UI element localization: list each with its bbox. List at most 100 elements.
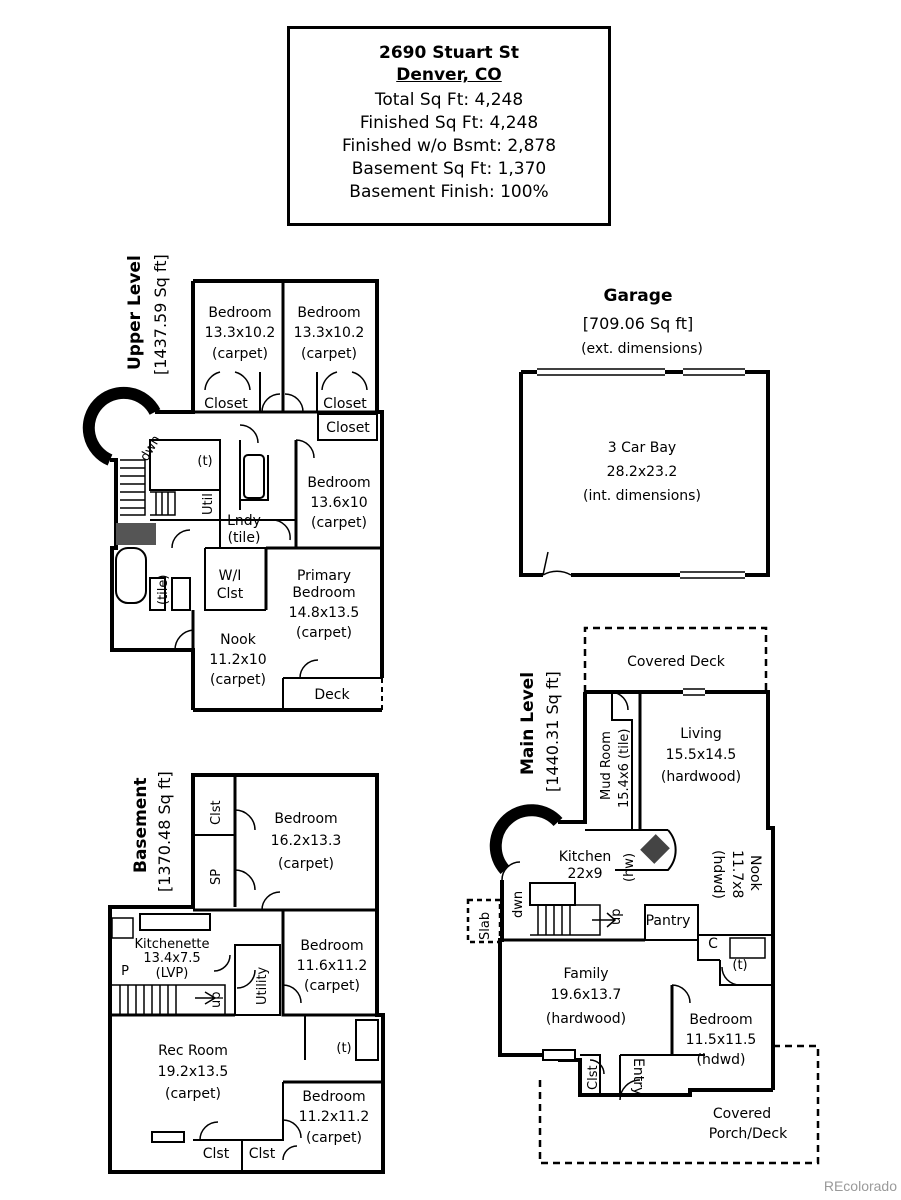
- main-stairs: [530, 904, 617, 936]
- watermark: REcolorado: [823, 1178, 897, 1194]
- main-living-floor: (hardwood): [661, 769, 741, 785]
- main-kitchen-dims: 22x9: [567, 866, 602, 882]
- garage-area: [709.06 Sq ft]: [583, 314, 694, 333]
- finished-sqft: Finished Sq Ft: 4,248: [359, 113, 539, 133]
- main-bedroom-dims: 11.5x11.5: [686, 1032, 757, 1048]
- upper-deck-label: Deck: [314, 687, 350, 703]
- upper-bedroom2-dims: 13.3x10.2: [294, 325, 365, 341]
- basement-rec-floor: (carpet): [165, 1086, 221, 1102]
- finished-without-basement: Finished w/o Bsmt: 2,878: [341, 136, 557, 156]
- basement-closet2-label: Clst: [249, 1146, 276, 1162]
- main-family-name: Family: [563, 966, 608, 982]
- upper-closet2-label: Closet: [323, 396, 367, 412]
- upper-tower: [82, 386, 161, 466]
- basement-utility-label: Utility: [255, 966, 270, 1005]
- basement-stairs: [112, 984, 226, 1016]
- upper-bedroom2-name: Bedroom: [297, 305, 360, 321]
- upper-nook-floor: (carpet): [210, 672, 266, 688]
- upper-walkin-closet: Clst: [217, 586, 244, 602]
- upper-bedroom2-floor: (carpet): [301, 346, 357, 362]
- basement-pantry-label: P: [121, 964, 129, 979]
- main-slab-outline: [466, 898, 502, 944]
- upper-level-area: [1437.59 Sq ft]: [151, 254, 170, 375]
- main-living-dims: 15.5x14.5: [666, 747, 737, 763]
- main-covered-deck-label: Covered Deck: [627, 654, 726, 670]
- main-bath-tile: (t): [732, 958, 747, 973]
- upper-walkin-name: W/I: [219, 568, 242, 584]
- upper-closet1-label: Closet: [204, 396, 248, 412]
- upper-stairs: [120, 459, 176, 516]
- basement-finish: Basement Finish: 100%: [349, 182, 549, 202]
- basement-bedroom1-dims: 16.2x13.3: [271, 833, 342, 849]
- main-down-label: dwn: [511, 891, 526, 918]
- basement-area: [1370.48 Sq ft]: [155, 771, 174, 892]
- basement-bedroom1-floor: (carpet): [278, 856, 334, 872]
- upper-primary-dims: 14.8x13.5: [289, 605, 360, 621]
- main-porch-outline: [538, 1044, 820, 1165]
- garage-walls: [519, 368, 770, 579]
- main-porch-name: Covered: [713, 1106, 771, 1122]
- basement-sp-label: SP: [209, 869, 224, 885]
- address-street: 2690 Stuart St: [379, 43, 519, 63]
- upper-closet3-label: Closet: [326, 420, 370, 436]
- basement-kitchenette-floor: (LVP): [156, 966, 189, 981]
- basement-closet1-label: Clst: [203, 1146, 230, 1162]
- basement-sqft: Basement Sq Ft: 1,370: [351, 159, 547, 179]
- garage-bay-name: 3 Car Bay: [608, 440, 676, 456]
- basement-bedroom2-dims: 11.6x11.2: [297, 958, 368, 974]
- main-kitchen-name: Kitchen: [559, 849, 612, 865]
- basement-bedroom3-dims: 11.2x11.2: [299, 1109, 370, 1125]
- total-sqft: Total Sq Ft: 4,248: [374, 90, 524, 110]
- basement-kitchenette-dims: 13.4x7.5: [143, 951, 200, 966]
- basement-bedroom3-name: Bedroom: [302, 1089, 365, 1105]
- basement-kitchenette-name: Kitchenette: [134, 937, 209, 952]
- upper-primary-name2: Bedroom: [292, 585, 355, 601]
- upper-laundry-floor: (tile): [228, 530, 261, 546]
- upper-closet-doors: [171, 371, 368, 679]
- upper-level-walls: [110, 279, 384, 712]
- upper-down-label: dwn: [137, 433, 164, 464]
- upper-shower: [243, 454, 265, 499]
- upper-tub: [115, 547, 147, 604]
- upper-bath-tile: (t): [197, 454, 212, 469]
- basement-bath-tile: (t): [336, 1041, 351, 1056]
- garage-int-note: (int. dimensions): [583, 488, 701, 504]
- upper-laundry-name: Lndy: [227, 513, 261, 529]
- main-family-dims: 19.6x13.7: [551, 987, 622, 1003]
- main-living-name: Living: [680, 726, 722, 742]
- basement-bedroom3-floor: (carpet): [306, 1130, 362, 1146]
- upper-tile-label: (tile): [156, 575, 171, 605]
- main-family-floor: (hardwood): [546, 1011, 626, 1027]
- basement-bedroom2-floor: (carpet): [304, 978, 360, 994]
- main-nook-name: Nook: [747, 855, 763, 892]
- basement-rec-name: Rec Room: [158, 1043, 228, 1059]
- main-porch-label: Porch/Deck: [709, 1126, 788, 1142]
- basement-closet-label: Clst: [209, 800, 224, 825]
- main-mudroom-dims: 15.4x6 (tile): [617, 728, 632, 808]
- main-level-area: [1440.31 Sq ft]: [543, 671, 562, 792]
- upper-primary-name1: Primary: [297, 568, 351, 584]
- main-tower: [489, 804, 563, 875]
- address-city: Denver, CO: [396, 65, 502, 85]
- upper-bedroom3-name: Bedroom: [307, 475, 370, 491]
- main-covered-deck-outline: [583, 626, 768, 692]
- upper-bedroom1-dims: 13.3x10.2: [205, 325, 276, 341]
- main-up-label: up: [609, 909, 624, 926]
- main-entry-label: Entry: [630, 1058, 646, 1095]
- main-level-title: Main Level: [518, 672, 538, 775]
- basement-rec-dims: 19.2x13.5: [158, 1064, 229, 1080]
- upper-nook-dims: 11.2x10: [209, 652, 266, 668]
- upper-bedroom3-dims: 13.6x10: [310, 495, 367, 511]
- upper-utility-label: Util: [201, 493, 216, 515]
- main-bedroom-floor: (hdwd): [696, 1052, 745, 1068]
- main-pantry-label: Pantry: [646, 913, 691, 929]
- upper-level-title: Upper Level: [125, 255, 145, 370]
- upper-shower-tile: [116, 523, 156, 545]
- main-kitchen-floor: (hw): [622, 853, 637, 882]
- upper-bedroom3-floor: (carpet): [311, 515, 367, 531]
- main-closet-label: Clst: [586, 1065, 601, 1090]
- main-bedroom-name: Bedroom: [689, 1012, 752, 1028]
- property-info-box: 2690 Stuart St Denver, CO Total Sq Ft: 4…: [287, 26, 611, 226]
- main-slab-label: Slab: [478, 912, 493, 940]
